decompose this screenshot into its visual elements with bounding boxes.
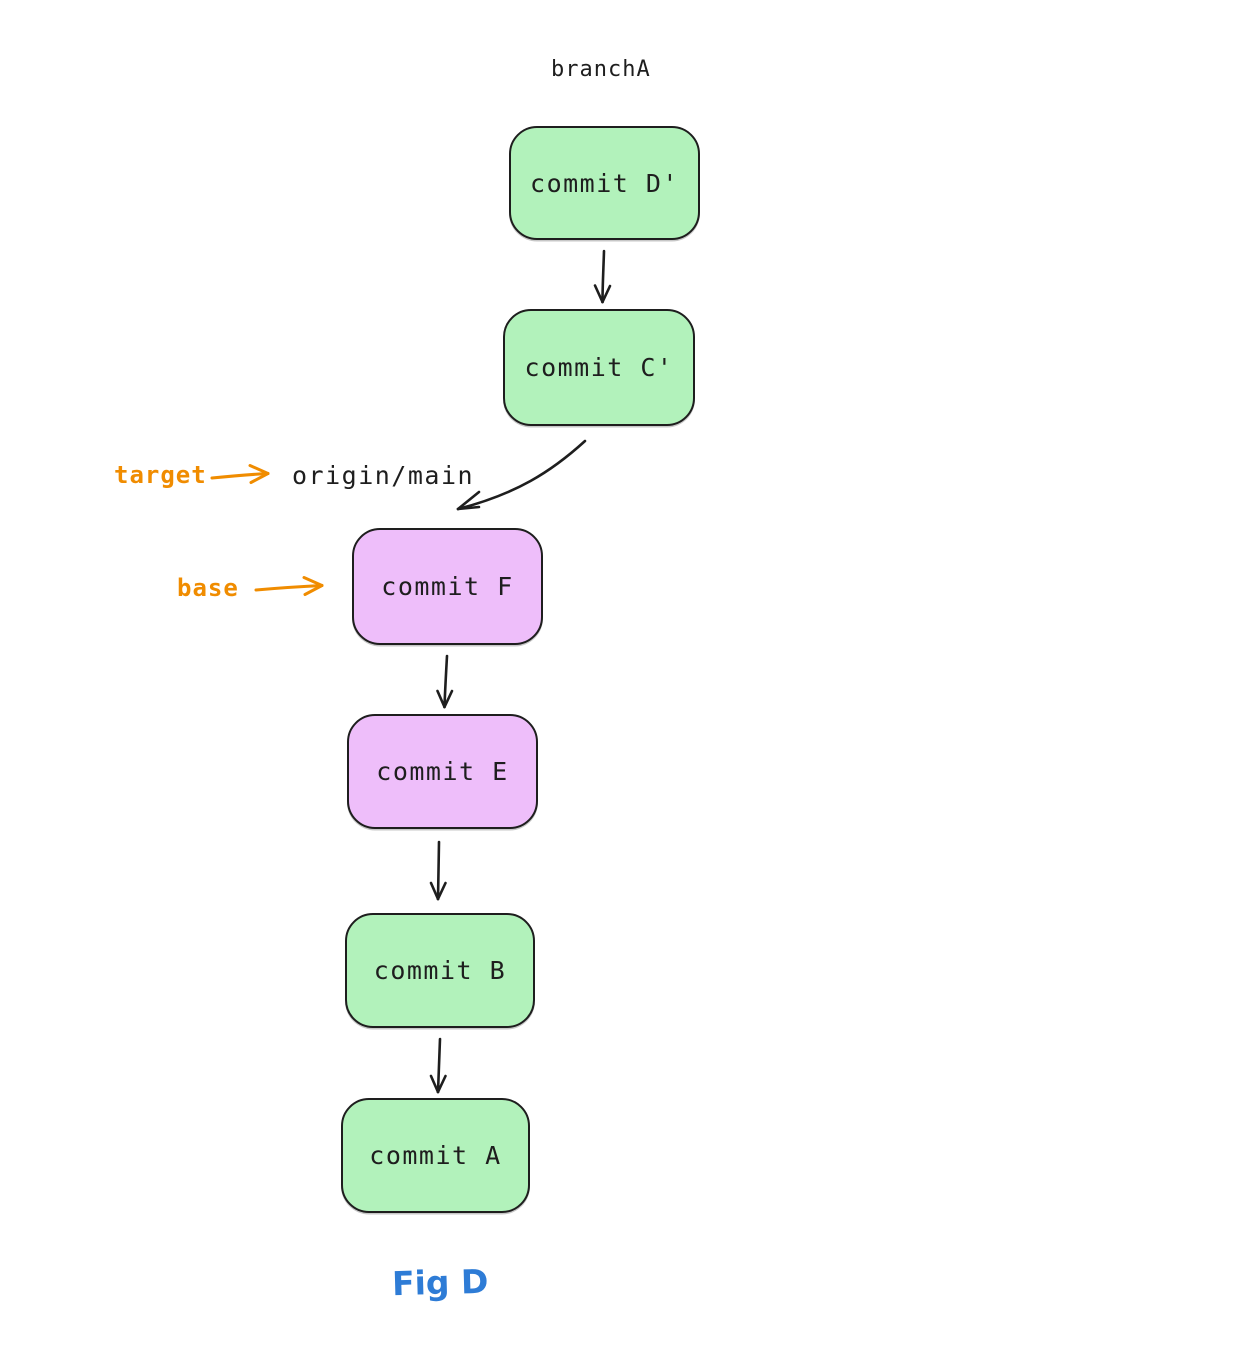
arrow-commit-e-to-commit-b [429, 840, 447, 901]
origin-main-ref-label: origin/main [292, 461, 475, 490]
node-commit-c-prime: commit C' [503, 309, 695, 426]
node-commit-c-prime-label: commit C' [524, 353, 674, 382]
node-commit-e-label: commit E [376, 757, 509, 786]
node-commit-b: commit B [345, 913, 535, 1028]
base-annotation-label: base [177, 574, 239, 602]
node-commit-a: commit A [341, 1098, 530, 1213]
node-commit-a-label: commit A [369, 1141, 502, 1170]
arrow-commit-cprime-to-commit-f [456, 439, 587, 511]
figure-caption: Fig D [391, 1261, 489, 1304]
arrow-commit-f-to-commit-e [436, 654, 454, 709]
arrow-commit-b-to-commit-a [429, 1037, 447, 1094]
arrow-base-annotation [254, 576, 324, 596]
node-commit-e: commit E [347, 714, 538, 829]
node-commit-b-label: commit B [373, 956, 507, 985]
node-commit-d-prime: commit D' [509, 126, 700, 240]
branch-label: branchA [551, 57, 651, 82]
node-commit-f-label: commit F [381, 572, 514, 601]
node-commit-f: commit F [352, 528, 543, 645]
node-commit-d-prime-label: commit D' [530, 168, 679, 198]
target-annotation-label: target [114, 461, 207, 489]
arrow-target-annotation [210, 464, 270, 484]
arrow-commit-dprime-to-cprime [593, 249, 612, 304]
